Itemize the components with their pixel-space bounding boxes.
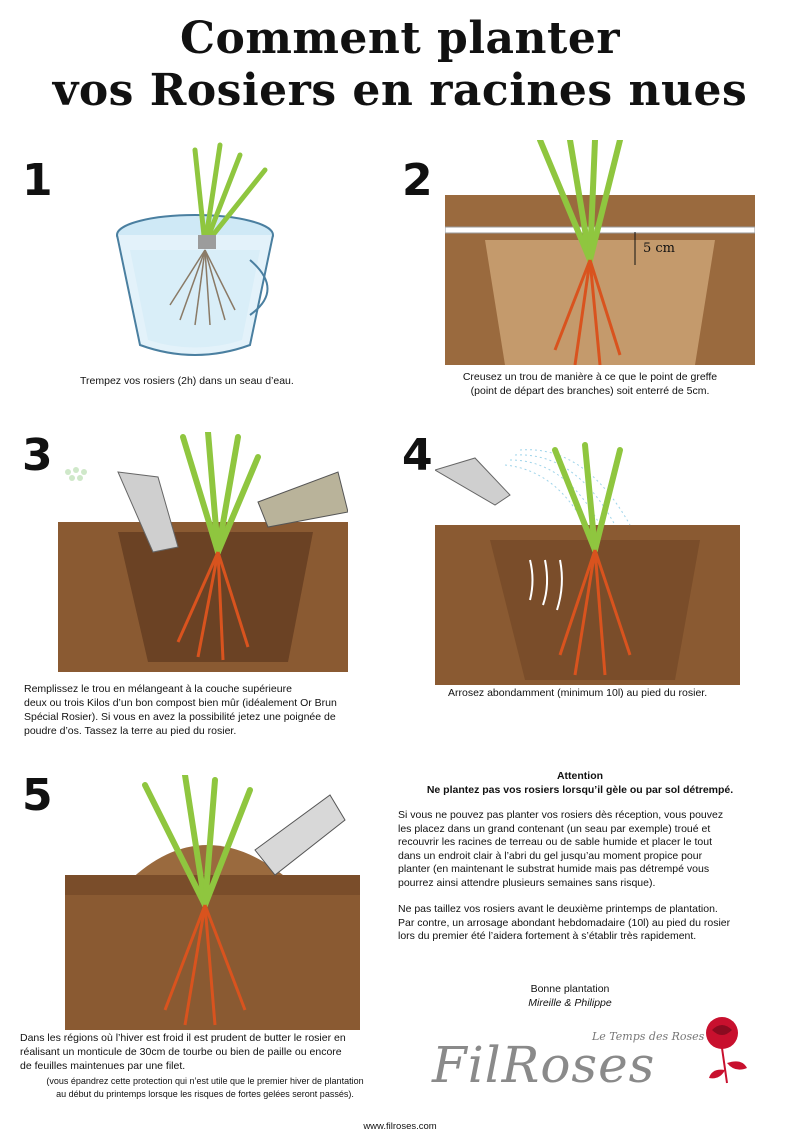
attention-paragraph-1: Si vous ne pouvez pas planter vos rosier…	[398, 809, 724, 889]
step-4-number: 4	[402, 430, 433, 481]
step-4-caption: Arrosez abondamment (minimum 10l) au pie…	[448, 687, 708, 699]
step-5-caption: Dans les régions où l’hiver est froid il…	[20, 1032, 346, 1072]
filroses-logo: FilRoses Le Temps des Roses	[432, 1017, 762, 1094]
step-3-caption: Remplissez le trou en mélangeant à la co…	[24, 683, 337, 737]
signoff-names: Mireille & Philippe	[528, 997, 612, 1009]
step-5-note: (vous épandrez cette protection qui n’es…	[46, 1076, 364, 1099]
attention-heading: Attention	[556, 770, 604, 782]
depth-label: 5 cm	[643, 241, 675, 256]
logo-tagline: Le Temps des Roses	[592, 1030, 705, 1043]
page-title-line-1: Comment planter	[179, 13, 621, 64]
step-3-number: 3	[22, 430, 53, 481]
attention-box: Attention Ne plantez pas vos rosiers lor…	[398, 770, 762, 957]
step-1-number: 1	[22, 155, 53, 206]
rose-icon	[706, 1017, 747, 1084]
step-1-caption: Trempez vos rosiers (2h) dans un seau d’…	[80, 375, 294, 387]
website-url: www.filroses.com	[363, 1121, 437, 1132]
attention-subheading: Ne plantez pas vos rosiers lorsqu’il gèl…	[426, 783, 734, 796]
attention-paragraph-2: Ne pas taillez vos rosiers avant le deux…	[398, 903, 731, 942]
logo-brand: FilRoses	[432, 1036, 656, 1094]
step-5-number: 5	[22, 770, 53, 821]
step-2-number: 2	[402, 155, 433, 206]
mounding-illustration	[65, 775, 360, 1030]
signoff-line: Bonne plantation	[530, 983, 610, 995]
step-2-caption: Creusez un trou de manière à ce que le p…	[462, 371, 718, 397]
bucket-illustration	[116, 142, 274, 356]
page-title-line-2: vos Rosiers en racines nues	[52, 65, 748, 116]
hole-illustration: 5 cm	[445, 140, 755, 365]
backfill-illustration	[58, 432, 348, 672]
watering-illustration	[435, 442, 740, 685]
